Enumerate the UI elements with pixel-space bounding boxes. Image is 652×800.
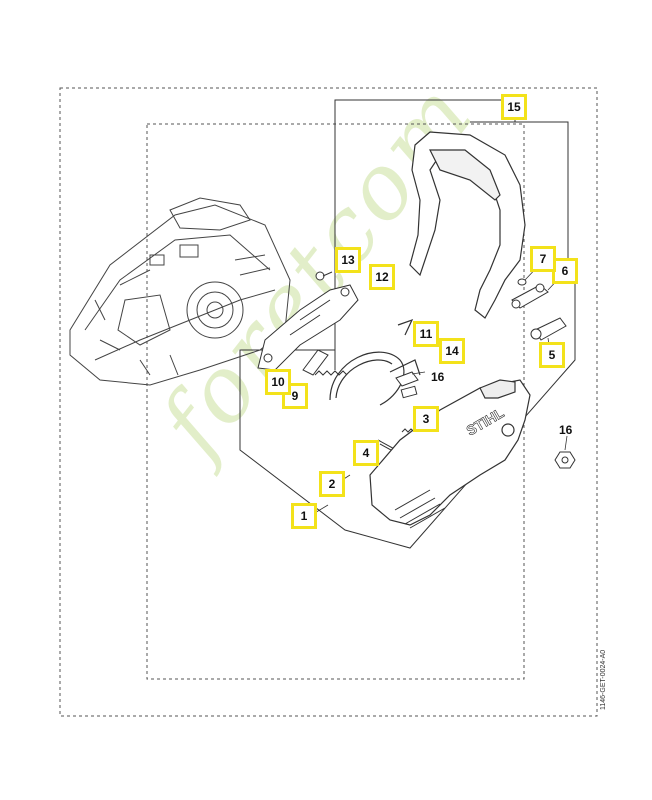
callout-5: 5 [539,342,565,368]
callout-15: 15 [501,94,527,120]
label-16-clip: 16 [431,370,445,384]
brake-bracket-12 [257,284,359,371]
callout-11: 11 [413,321,439,347]
engine-block [69,197,291,386]
lever-6 [511,283,549,309]
callout-7: 7 [530,246,556,272]
document-code: 1146-GET-0024-A0 [600,649,607,710]
cylinder-10 [302,349,329,376]
callout-12: 12 [369,264,395,290]
label-16-nut: 16 [559,423,573,437]
callout-1: 1 [291,503,317,529]
hand-guard [409,131,526,319]
assembly-boundary [239,280,576,549]
callout-10: 10 [265,369,291,395]
clip-16 [395,371,419,399]
nut-16 [554,451,576,469]
callout-14: 14 [439,338,465,364]
screw-13 [315,271,333,281]
callout-4: 4 [353,440,379,466]
group-line-15b [470,121,569,260]
callout-13: 13 [335,247,361,273]
pin-7 [517,278,527,286]
callout-3: 3 [413,406,439,432]
callout-2: 2 [319,471,345,497]
sprocket-cover [369,379,531,529]
outer-frame [59,87,598,717]
spring-3 [401,428,415,433]
spring-zigzag [314,370,348,376]
bolt-5 [530,317,567,341]
